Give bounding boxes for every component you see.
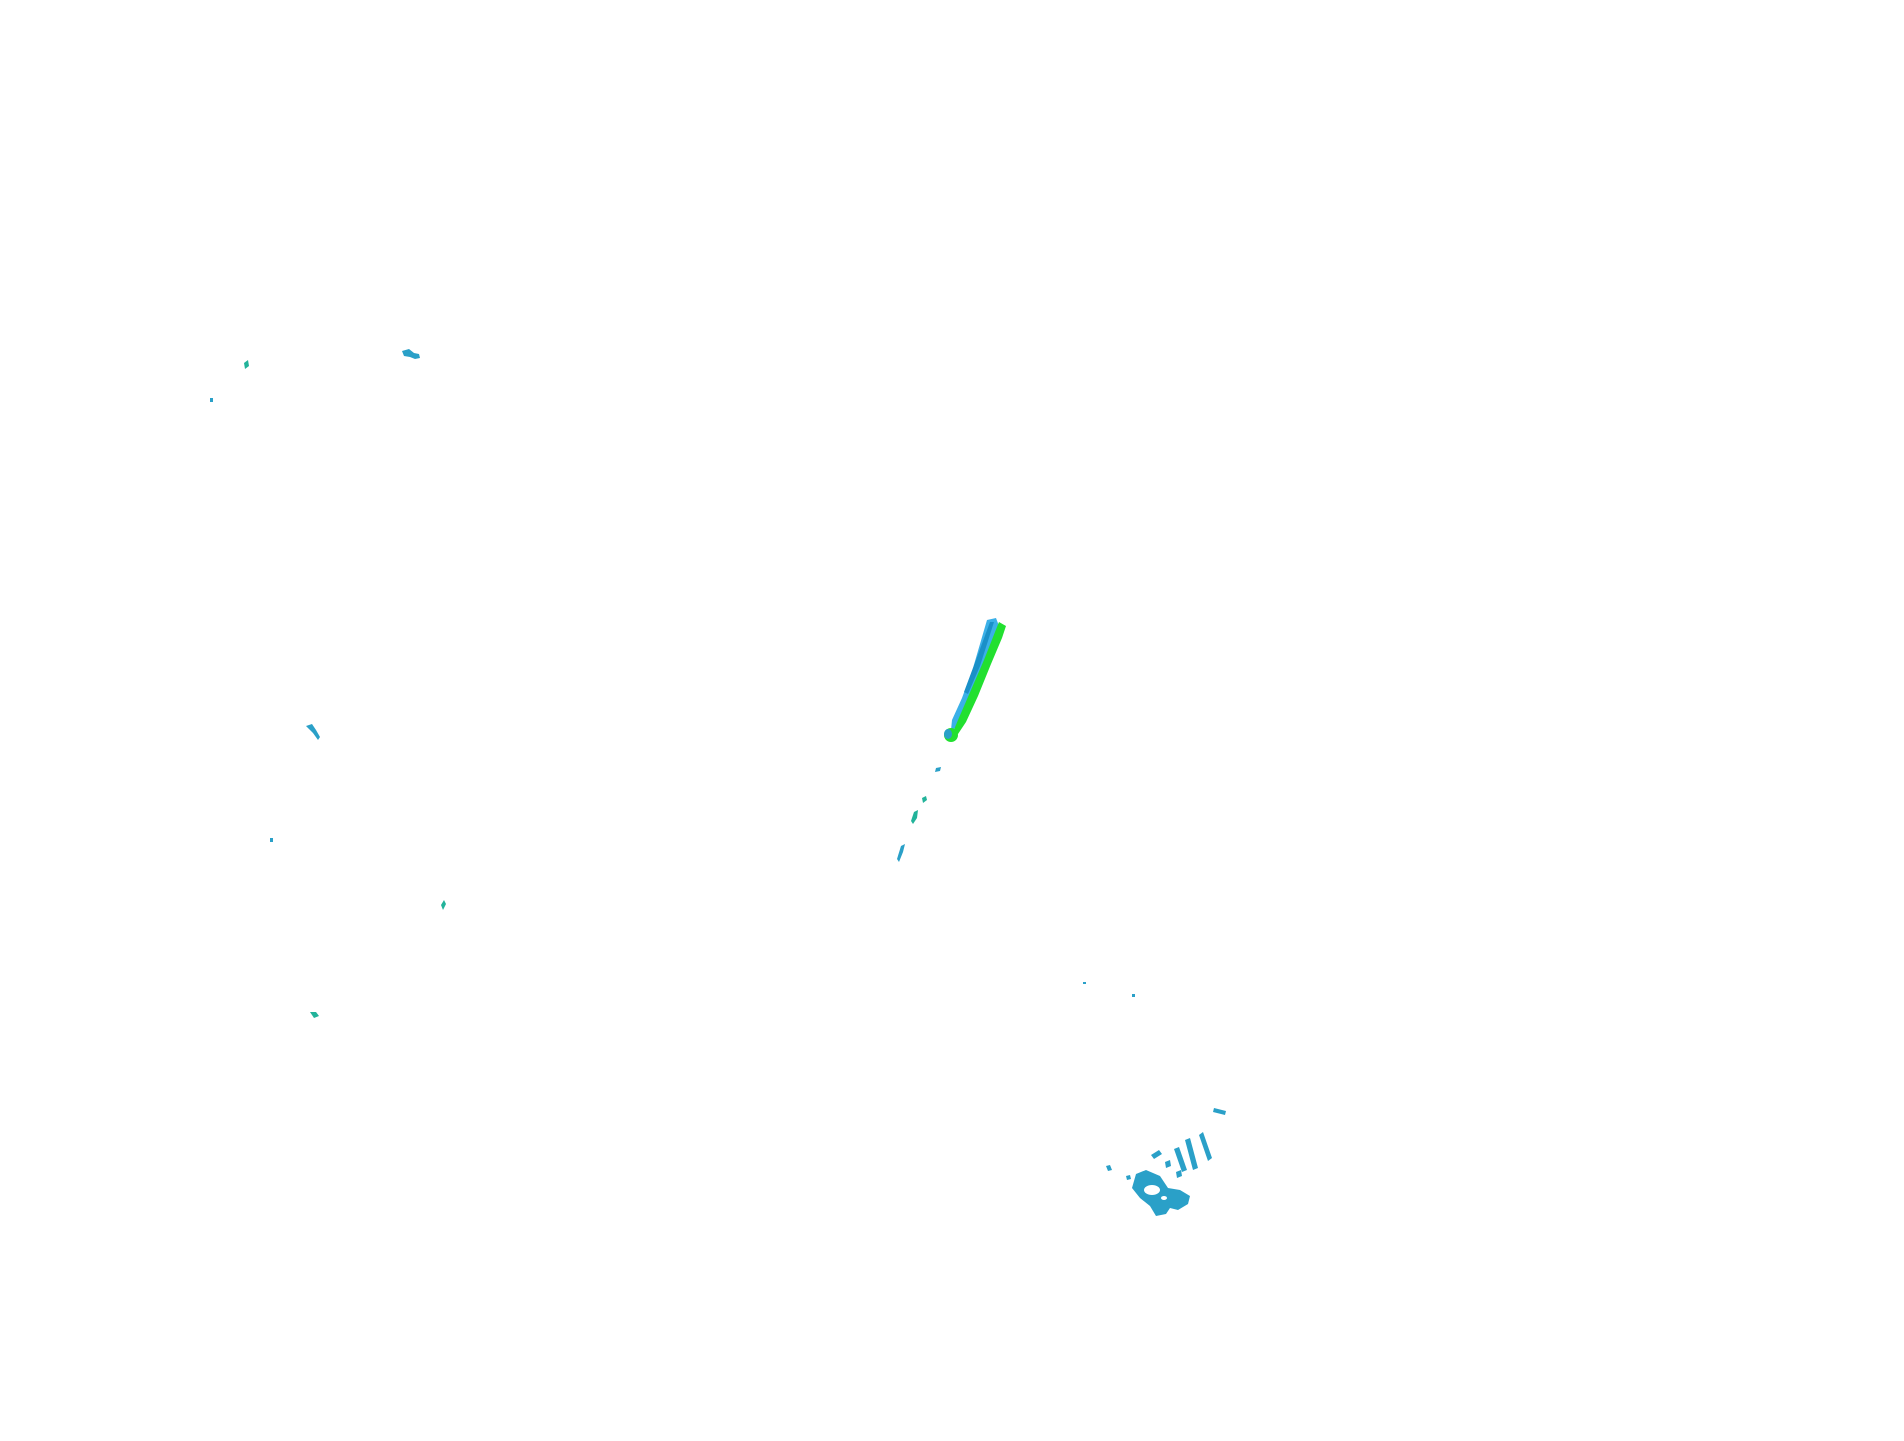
fragment-tick bbox=[441, 900, 446, 910]
cluster-bar bbox=[1185, 1138, 1198, 1170]
cluster-hole bbox=[1161, 1196, 1167, 1200]
trail-dash bbox=[911, 810, 918, 824]
left-fragments bbox=[270, 724, 446, 1018]
fragment-speck bbox=[244, 360, 249, 369]
fragment-dot bbox=[210, 398, 213, 402]
cluster-tick bbox=[1176, 1170, 1182, 1178]
cluster-hole bbox=[1144, 1185, 1160, 1195]
speck bbox=[1132, 994, 1135, 997]
rod-highlight bbox=[964, 622, 994, 694]
cluster-blob-main bbox=[1132, 1170, 1190, 1216]
rod-green-body bbox=[953, 622, 1006, 734]
cluster-speck bbox=[1106, 1165, 1112, 1171]
trail-dot bbox=[935, 767, 941, 772]
mid-right-specks bbox=[1083, 982, 1135, 997]
cluster-tick bbox=[1151, 1150, 1162, 1159]
main-rod-object bbox=[944, 618, 1006, 742]
cluster-bar bbox=[1199, 1132, 1212, 1161]
lower-right-cluster bbox=[1106, 1108, 1226, 1216]
fragment-curl bbox=[306, 724, 320, 740]
fragment-dot bbox=[270, 838, 273, 842]
trail-dot bbox=[922, 796, 927, 803]
trail-dash bbox=[897, 844, 905, 862]
speck bbox=[1083, 982, 1086, 984]
cluster-tick bbox=[1165, 1160, 1171, 1168]
cluster-dash bbox=[1213, 1108, 1226, 1115]
rod-tip-shadow bbox=[944, 729, 952, 739]
cluster-speck bbox=[1126, 1175, 1131, 1180]
fragment-dash bbox=[310, 1012, 319, 1018]
fragment-blob bbox=[402, 349, 420, 359]
cluster-bar bbox=[1174, 1147, 1187, 1172]
rod-trail-fragments bbox=[897, 767, 941, 862]
upper-left-fragments bbox=[210, 349, 420, 402]
